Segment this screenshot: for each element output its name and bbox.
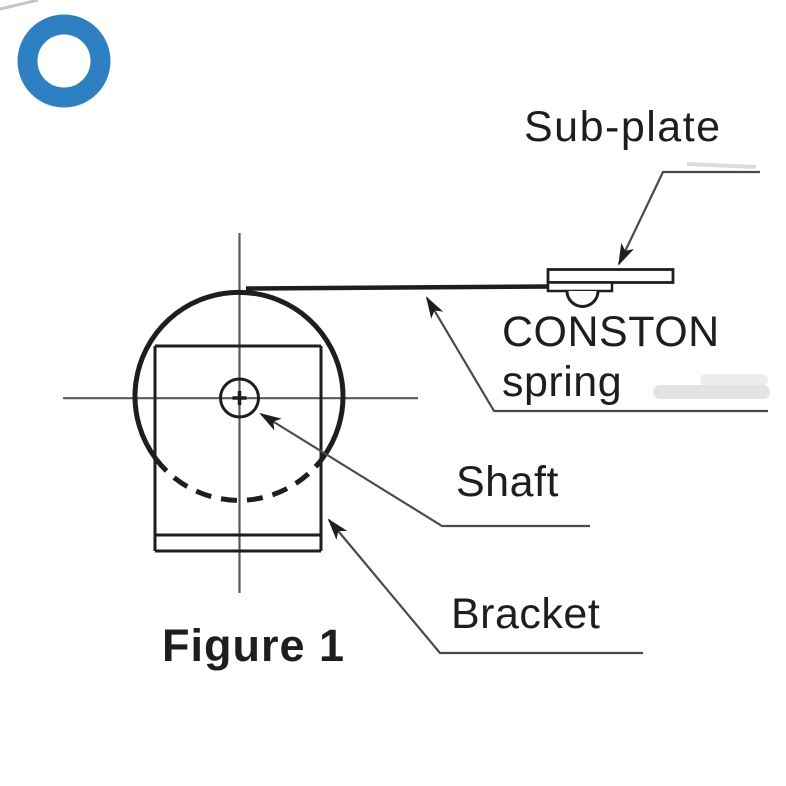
bracket-leader-arrow: [327, 518, 643, 655]
scan-artifact-blob-2: [653, 385, 770, 399]
conston-spring-leader-arrow: [425, 296, 768, 413]
shaft-leader-arrow: [259, 412, 590, 528]
bracket-label: Bracket: [451, 590, 601, 638]
shaft-label: Shaft: [456, 458, 559, 506]
scan-artifact-blob-1: [700, 374, 768, 386]
scan-artifact-streak-top: [686, 162, 757, 169]
sub-plate-stud-shape: [565, 290, 600, 308]
sub-plate-clamp-shape: [546, 281, 614, 293]
blue-ring-icon: [17, 14, 111, 108]
conston-spring-label-line2: spring: [502, 358, 623, 406]
conston-spring-label-line1: CONSTON: [502, 308, 720, 356]
bracket-outline: [153, 344, 323, 553]
drum-circle-hidden-dashed-arc: [154, 457, 324, 503]
conston-spring-strip: [245, 284, 553, 291]
drum-circle-solid-arc: [132, 289, 346, 461]
conston-spring-label: CONSTON spring: [502, 307, 720, 407]
shaft-circle: [219, 377, 260, 419]
sub-plate-leader-arrow: [618, 170, 760, 266]
figure-caption: Figure 1: [162, 620, 346, 671]
sub-plate-shape: [546, 268, 675, 284]
scan-artifact-corner: [0, 0, 39, 11]
sub-plate-label: Sub-plate: [524, 103, 722, 151]
shaft-center-cross: [232, 391, 247, 405]
